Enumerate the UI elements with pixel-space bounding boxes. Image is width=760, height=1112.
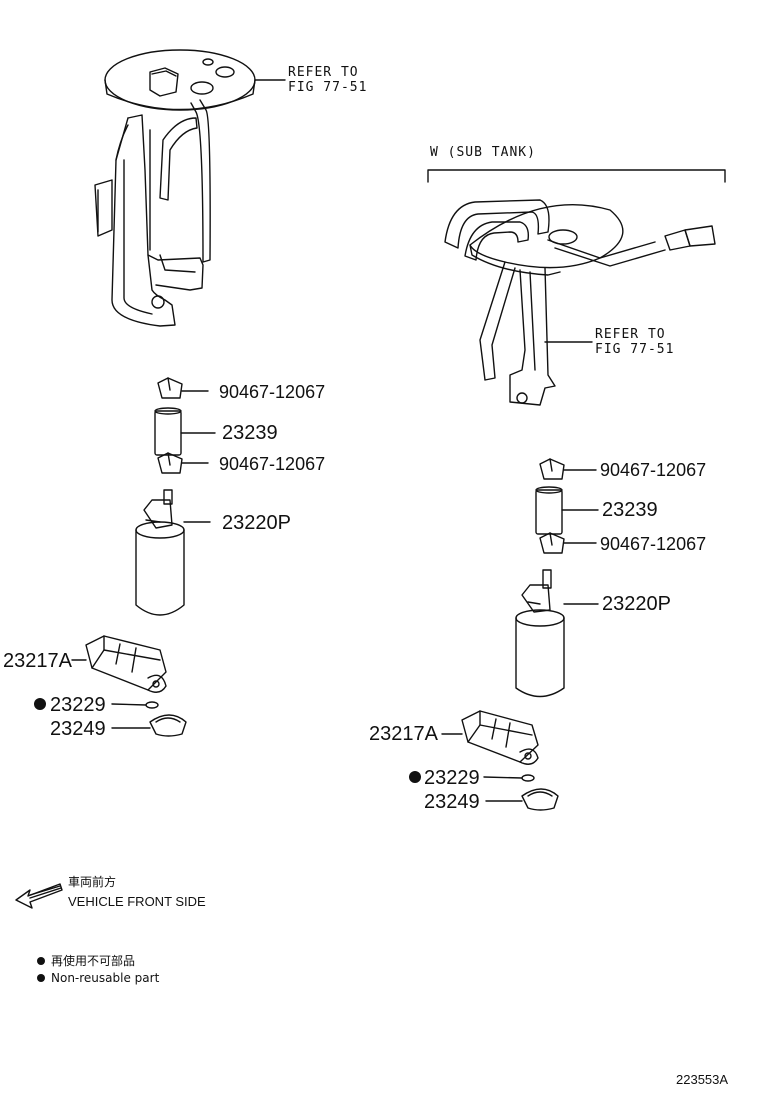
- right-hose-icon: [535, 486, 599, 535]
- left-oring-icon: [111, 701, 159, 709]
- right-fuel-filter-icon: [441, 710, 539, 765]
- left-refer-label-line2: FIG 77-51: [288, 80, 368, 95]
- left-clip-top-icon: [157, 377, 209, 399]
- left-retainer-icon: [111, 714, 187, 737]
- right-refer-label-line1: REFER TO: [595, 327, 666, 342]
- left-oring-part-number: 23229: [50, 694, 106, 716]
- left-refer-label-line1: REFER TO: [288, 65, 359, 80]
- right-retainer-part-number: 23249: [424, 791, 480, 813]
- right-oring-nonreusable-marker-icon: [409, 771, 421, 783]
- left-fuel-filter-icon: [71, 635, 167, 693]
- left-hose-icon: [154, 407, 216, 456]
- left-retainer-part-number: 23249: [50, 718, 106, 740]
- left-clip-top-part-number: 90467-12067: [219, 382, 326, 402]
- right-sender-gauge-assembly: [427, 169, 726, 406]
- right-hose-part-number: 23239: [602, 499, 658, 521]
- nonreusable-label-en: Non-reusable part: [51, 971, 160, 985]
- nonreusable-label-jp: 再使用不可部品: [51, 954, 136, 968]
- vehicle-front-label-en: VEHICLE FRONT SIDE: [68, 894, 206, 909]
- left-pump-part-number: 23220P: [222, 512, 291, 534]
- left-clip-bottom-icon: [157, 452, 209, 474]
- right-retainer-icon: [485, 788, 559, 811]
- right-oring-part-number: 23229: [424, 767, 480, 789]
- left-filter-part-number: 23217A: [3, 650, 72, 672]
- right-fuel-pump-icon: [515, 569, 599, 698]
- right-refer-label-line2: FIG 77-51: [595, 342, 675, 357]
- left-hose-part-number: 23239: [222, 422, 278, 444]
- left-fuel-pump-icon: [135, 489, 211, 616]
- left-sender-gauge-assembly: [94, 49, 286, 327]
- left-oring-nonreusable-marker-icon: [34, 698, 46, 710]
- right-pump-part-number: 23220P: [602, 593, 671, 615]
- vehicle-front-arrow-icon: [15, 883, 63, 909]
- nonreusable-bullet-icon-jp: [37, 957, 45, 965]
- left-clip-bottom-part-number: 90467-12067: [219, 454, 326, 474]
- sub-tank-bracket-label: W (SUB TANK): [430, 145, 536, 160]
- right-clip-bottom-part-number: 90467-12067: [600, 534, 707, 554]
- right-clip-bottom-icon: [539, 532, 597, 554]
- right-oring-icon: [483, 774, 535, 782]
- figure-code: 223553A: [676, 1072, 729, 1087]
- right-clip-top-part-number: 90467-12067: [600, 460, 707, 480]
- vehicle-front-label-jp: 車両前方: [68, 875, 117, 889]
- right-filter-part-number: 23217A: [369, 723, 438, 745]
- nonreusable-bullet-icon-en: [37, 974, 45, 982]
- right-clip-top-icon: [539, 458, 597, 480]
